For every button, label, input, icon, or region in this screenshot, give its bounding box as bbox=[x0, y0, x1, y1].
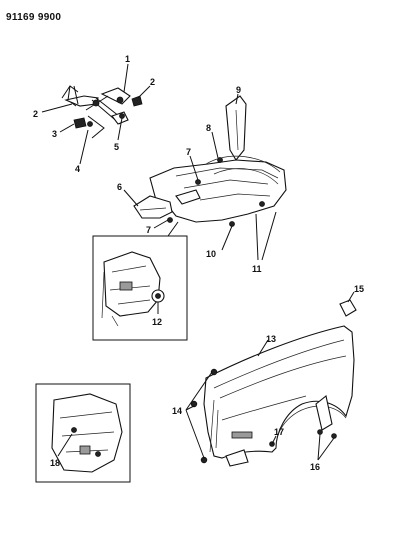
screw-icon bbox=[229, 221, 235, 227]
leader-lines bbox=[41, 63, 355, 461]
callout-3: 3 bbox=[52, 129, 57, 139]
clip-icon bbox=[131, 95, 143, 107]
screw-icon bbox=[95, 451, 101, 457]
screw-icon bbox=[167, 217, 173, 223]
bolt-icon bbox=[87, 121, 93, 127]
callout-4: 4 bbox=[75, 164, 80, 174]
callout-15: 15 bbox=[354, 284, 364, 294]
callout-16: 16 bbox=[310, 462, 320, 472]
nut-icon bbox=[92, 99, 100, 107]
screw-icon bbox=[331, 433, 337, 439]
clip-icon bbox=[339, 299, 357, 317]
screw-icon bbox=[317, 429, 323, 435]
callout-5: 5 bbox=[114, 142, 119, 152]
fastener-group-upper bbox=[73, 95, 143, 129]
callout-12: 12 bbox=[152, 317, 162, 327]
nut-icon bbox=[116, 96, 124, 104]
screw-icon bbox=[71, 427, 77, 433]
callout-11: 11 bbox=[252, 264, 262, 274]
callout-8: 8 bbox=[206, 123, 211, 133]
fender-brace-assembly bbox=[61, 85, 131, 139]
callout-14: 14 bbox=[172, 406, 182, 416]
callout-13: 13 bbox=[266, 334, 276, 344]
clip-icon bbox=[73, 117, 87, 129]
inner-splash-shield bbox=[133, 95, 287, 227]
front-fender bbox=[203, 325, 355, 467]
document-id: 91169 9900 bbox=[6, 12, 61, 23]
callout-6: 6 bbox=[117, 182, 122, 192]
callout-18: 18 bbox=[50, 458, 60, 468]
callout-2: 2 bbox=[33, 109, 38, 119]
callout-9: 9 bbox=[236, 85, 241, 95]
detail-inset-closeout bbox=[35, 383, 131, 483]
screw-icon bbox=[217, 157, 223, 163]
screw-icon bbox=[259, 201, 265, 207]
screw-icon bbox=[195, 179, 201, 185]
bolt-icon bbox=[119, 113, 125, 119]
callout-10: 10 bbox=[206, 249, 216, 259]
callout-labels: 1 2 2 3 4 5 6 7 7 8 9 10 11 12 13 14 15 … bbox=[33, 54, 364, 472]
callout-7: 7 bbox=[146, 225, 151, 235]
detail-inset-mounting bbox=[92, 221, 188, 341]
callout-1: 1 bbox=[125, 54, 130, 64]
bolt-icon bbox=[200, 456, 208, 464]
callout-2: 2 bbox=[150, 77, 155, 87]
callout-17: 17 bbox=[274, 427, 284, 437]
bolt-icon bbox=[190, 400, 198, 408]
callout-7: 7 bbox=[186, 147, 191, 157]
bolt-icon bbox=[210, 368, 218, 376]
